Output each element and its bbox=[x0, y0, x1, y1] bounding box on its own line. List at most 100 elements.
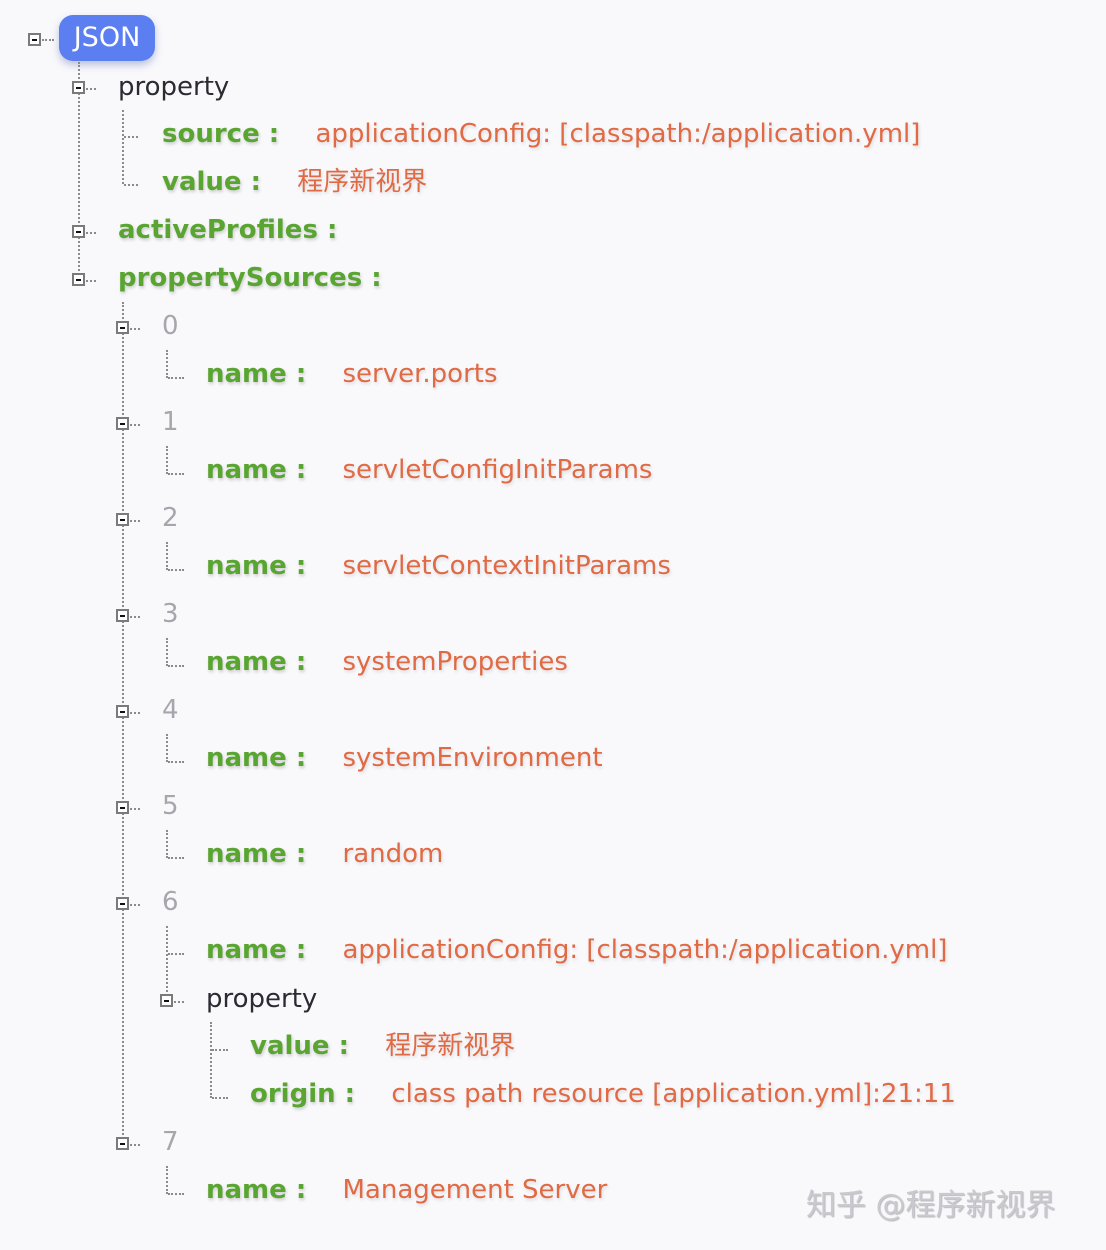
connector bbox=[168, 569, 184, 571]
value-name: systemEnvironment bbox=[342, 743, 603, 773]
collapse-toggle-property[interactable] bbox=[72, 81, 85, 94]
array-index-7[interactable]: 7 bbox=[162, 1127, 179, 1157]
array-index-3[interactable]: 3 bbox=[162, 599, 179, 629]
collapse-toggle-propertysources[interactable] bbox=[72, 273, 85, 286]
array-index-2[interactable]: 2 bbox=[162, 503, 179, 533]
collapse-toggle-item-1[interactable] bbox=[116, 417, 129, 430]
key-propertysources[interactable]: propertySources : bbox=[118, 263, 382, 293]
connector bbox=[212, 1049, 228, 1051]
item-1-name-row: name : servletConfigInitParams bbox=[206, 453, 652, 487]
connector bbox=[166, 350, 168, 378]
watermark: 知乎 @程序新视界 bbox=[806, 1188, 1056, 1223]
key-name: name : bbox=[206, 1175, 307, 1205]
value-name: systemProperties bbox=[342, 647, 568, 677]
connector bbox=[130, 904, 140, 906]
value-source: applicationConfig: [classpath:/applicati… bbox=[315, 119, 921, 149]
connector bbox=[130, 424, 140, 426]
array-index-1[interactable]: 1 bbox=[162, 407, 179, 437]
item-7-name-row: name : Management Server bbox=[206, 1173, 607, 1207]
value-name: servletContextInitParams bbox=[342, 551, 671, 581]
collapse-toggle-item-5[interactable] bbox=[116, 801, 129, 814]
key-name: name : bbox=[206, 551, 307, 581]
collapse-toggle-activeprofiles[interactable] bbox=[72, 225, 85, 238]
connector bbox=[86, 280, 96, 282]
value-value: 程序新视界 bbox=[297, 167, 428, 197]
item-3-name-row: name : systemProperties bbox=[206, 645, 568, 679]
collapse-toggle-item-6-property[interactable] bbox=[160, 994, 173, 1007]
item-6-property-origin-row: origin : class path resource [applicatio… bbox=[250, 1077, 956, 1111]
connector bbox=[130, 808, 140, 810]
property-source-row: source : applicationConfig: [classpath:/… bbox=[162, 117, 920, 151]
array-index-5[interactable]: 5 bbox=[162, 791, 179, 821]
value-value: 程序新视界 bbox=[385, 1031, 516, 1061]
array-index-4[interactable]: 4 bbox=[162, 695, 179, 725]
collapse-toggle-item-4[interactable] bbox=[116, 705, 129, 718]
key-activeprofiles[interactable]: activeProfiles : bbox=[118, 215, 338, 245]
collapse-toggle-item-7[interactable] bbox=[116, 1137, 129, 1150]
connector bbox=[124, 184, 138, 186]
connector bbox=[168, 761, 184, 763]
key-name: name : bbox=[206, 839, 307, 869]
collapse-toggle-item-3[interactable] bbox=[116, 609, 129, 622]
key-name: name : bbox=[206, 359, 307, 389]
value-name: Management Server bbox=[342, 1175, 608, 1205]
connector bbox=[86, 232, 96, 234]
key-name: name : bbox=[206, 743, 307, 773]
connector bbox=[168, 473, 184, 475]
item-4-name-row: name : systemEnvironment bbox=[206, 741, 603, 775]
connector bbox=[166, 1166, 168, 1194]
value-origin: class path resource [application.yml]:21… bbox=[391, 1079, 956, 1109]
connector bbox=[168, 953, 184, 955]
key-name: name : bbox=[206, 647, 307, 677]
node-label-property[interactable]: property bbox=[118, 72, 230, 102]
key-value: value : bbox=[162, 167, 261, 197]
key-origin: origin : bbox=[250, 1079, 356, 1109]
connector bbox=[166, 542, 168, 570]
connector bbox=[168, 857, 184, 859]
connector bbox=[212, 1097, 228, 1099]
item-6-name-row: name : applicationConfig: [classpath:/ap… bbox=[206, 933, 947, 967]
connector bbox=[168, 1193, 184, 1195]
connector bbox=[130, 712, 140, 714]
connector bbox=[124, 136, 138, 138]
connector bbox=[168, 665, 184, 667]
connector bbox=[166, 830, 168, 858]
connector bbox=[166, 446, 168, 474]
root-node-json[interactable]: JSON bbox=[59, 15, 155, 61]
connector bbox=[42, 39, 54, 41]
key-source: source : bbox=[162, 119, 280, 149]
value-name: random bbox=[342, 839, 444, 869]
collapse-toggle-root[interactable] bbox=[28, 33, 41, 46]
key-name: name : bbox=[206, 455, 307, 485]
array-index-0[interactable]: 0 bbox=[162, 311, 179, 341]
item-6-property-value-row: value : 程序新视界 bbox=[250, 1029, 515, 1063]
item-0-name-row: name : server.ports bbox=[206, 357, 498, 391]
connector bbox=[130, 616, 140, 618]
connector bbox=[122, 302, 124, 1142]
connector bbox=[122, 110, 124, 184]
collapse-toggle-item-2[interactable] bbox=[116, 513, 129, 526]
value-name: applicationConfig: [classpath:/applicati… bbox=[342, 935, 948, 965]
connector bbox=[210, 1022, 212, 1098]
connector bbox=[168, 377, 184, 379]
node-label-property[interactable]: property bbox=[206, 984, 318, 1014]
connector bbox=[78, 62, 80, 282]
value-name: server.ports bbox=[342, 359, 498, 389]
item-5-name-row: name : random bbox=[206, 837, 443, 871]
connector bbox=[166, 926, 168, 996]
collapse-toggle-item-0[interactable] bbox=[116, 321, 129, 334]
connector bbox=[86, 88, 96, 90]
connector bbox=[130, 1144, 140, 1146]
connector bbox=[166, 638, 168, 666]
connector bbox=[166, 734, 168, 762]
item-2-name-row: name : servletContextInitParams bbox=[206, 549, 671, 583]
property-value-row: value : 程序新视界 bbox=[162, 165, 427, 199]
value-name: servletConfigInitParams bbox=[342, 455, 653, 485]
key-value: value : bbox=[250, 1031, 349, 1061]
array-index-6[interactable]: 6 bbox=[162, 887, 179, 917]
key-name: name : bbox=[206, 935, 307, 965]
connector bbox=[130, 328, 140, 330]
connector bbox=[174, 1001, 184, 1003]
connector bbox=[130, 520, 140, 522]
collapse-toggle-item-6[interactable] bbox=[116, 897, 129, 910]
